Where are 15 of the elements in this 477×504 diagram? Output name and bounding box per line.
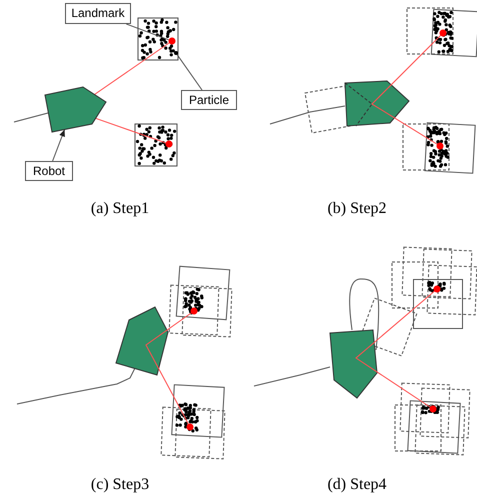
subfigure-caption: (a) Step1 bbox=[90, 200, 150, 218]
measurement-line bbox=[95, 118, 166, 144]
subfigure-caption: (d) Step4 bbox=[327, 476, 387, 494]
subfigure-caption: (c) Step3 bbox=[90, 476, 150, 494]
callout-label: Robot bbox=[25, 161, 73, 181]
measurement-line bbox=[94, 42, 170, 95]
landmark-estimate-dot bbox=[166, 140, 172, 148]
landmark-estimate-dot bbox=[168, 38, 176, 44]
particle-dot bbox=[174, 51, 178, 55]
callout-label: Particle bbox=[181, 90, 237, 110]
leader-line bbox=[176, 54, 202, 90]
robot-pentagon bbox=[44, 86, 107, 133]
subfigure-caption: (b) Step2 bbox=[327, 200, 387, 218]
arrow bbox=[52, 129, 66, 162]
callout-label: Landmark bbox=[65, 3, 131, 24]
